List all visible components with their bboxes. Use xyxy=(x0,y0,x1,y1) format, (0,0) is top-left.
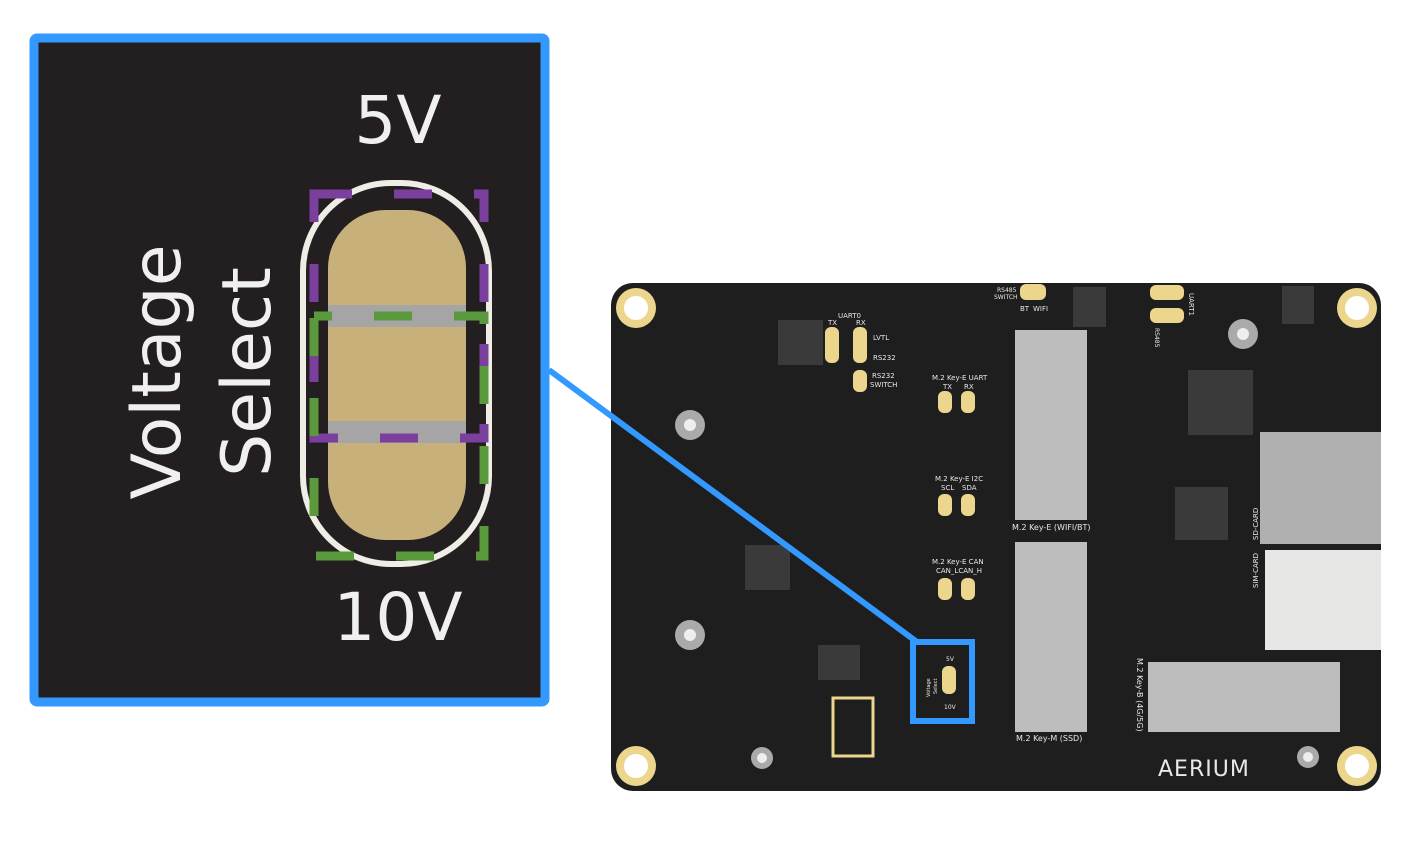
ic-chip xyxy=(1282,286,1314,324)
label-uart-rx: RX xyxy=(964,383,974,391)
label-rs232-switch: RS232 xyxy=(872,372,895,380)
inset-title-voltage: Voltage xyxy=(118,244,197,499)
label-rs485-switch-2: SWITCH xyxy=(994,294,1018,301)
mounting-hole xyxy=(616,288,1377,786)
label-key-m-connector: M.2 Key-M (SSD) xyxy=(1016,734,1082,743)
pcb-board: UART0 TX RX LVTL RS232 RS232 SWITCH RS48… xyxy=(611,283,1381,791)
label-can-pins: CAN_LCAN_H xyxy=(936,567,982,575)
zoom-inset-panel: 5V 10V Voltage Select xyxy=(29,33,550,707)
ic-chip xyxy=(1175,487,1228,540)
m2-key-m-connector xyxy=(1015,542,1087,732)
ic-chip xyxy=(818,645,860,680)
connector-outline xyxy=(831,696,875,758)
label-rx: RX xyxy=(856,319,866,327)
option-10v-label: 10V xyxy=(333,579,462,656)
option-5v-label: 5V xyxy=(354,82,441,159)
label-key-e-uart: M.2 Key-E UART xyxy=(932,374,988,382)
label-uart0: UART0 xyxy=(838,312,861,320)
label-small-10v: 10V xyxy=(944,704,957,711)
jumper-10v-region xyxy=(309,311,489,561)
label-wifi: WIFI xyxy=(1033,305,1048,313)
jumper-5v-region xyxy=(309,189,489,443)
m2-key-b-connector xyxy=(1148,662,1340,732)
label-key-e-connector: M.2 Key-E (WIFI/BT) xyxy=(1012,523,1090,532)
ic-chip xyxy=(778,320,823,365)
label-uart-tx: TX xyxy=(942,383,952,391)
label-sim-card: SIM-CARD xyxy=(1252,553,1260,588)
label-small-voltage: Voltage xyxy=(926,678,932,697)
label-rs232: RS232 xyxy=(873,354,896,362)
label-sda: SDA xyxy=(962,484,977,492)
label-bt: BT xyxy=(1020,305,1030,313)
ic-chip xyxy=(745,545,790,590)
label-scl: SCL xyxy=(941,484,954,492)
label-sd-card: SD-CARD xyxy=(1252,508,1260,540)
label-key-e-can: M.2 Key-E CAN xyxy=(932,558,984,566)
label-tx: TX xyxy=(827,319,837,327)
sim-card-slot xyxy=(1265,550,1381,650)
sd-card-slot xyxy=(1260,432,1381,544)
label-key-b-connector: M.2 Key-B (4G/5G) xyxy=(1135,658,1144,732)
label-lvtl: LVTL xyxy=(873,334,889,342)
solder-jumper-closeup xyxy=(300,180,492,567)
label-rs485-switch: RS485 xyxy=(997,287,1017,294)
ic-chip xyxy=(1073,287,1106,327)
label-small-select: Select xyxy=(933,679,939,694)
m2-key-e-connector xyxy=(1015,330,1087,520)
callout-highlight-box xyxy=(910,639,975,724)
label-uart1: UART1 xyxy=(1187,293,1195,316)
solder-jumpers xyxy=(825,284,1184,694)
label-rs232-switch-2: SWITCH xyxy=(870,381,897,389)
ic-chip xyxy=(1188,370,1253,435)
label-small-5v: 5V xyxy=(946,656,955,663)
brand-logo: AERIUM xyxy=(1158,757,1250,782)
inset-title-select: Select xyxy=(208,267,287,477)
label-rs485: RS485 xyxy=(1153,328,1160,348)
callout-line xyxy=(547,367,919,645)
label-key-e-i2c: M.2 Key-E I2C xyxy=(935,475,983,483)
